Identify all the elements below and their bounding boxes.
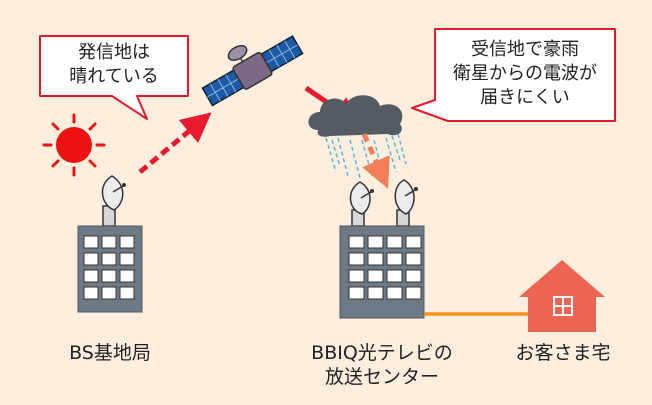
building-window (83, 235, 99, 249)
satellite-dish-icon (394, 179, 418, 227)
bs-station-building (77, 225, 143, 313)
building-window (348, 252, 365, 266)
storm-cloud-icon (308, 95, 407, 179)
building-window (405, 252, 422, 266)
building-window (348, 269, 365, 283)
receiver-callout-text: 受信地で豪雨 衛星からの電波が 届きにくい (440, 38, 610, 110)
broadcast-center-label-line-1: BBIQ光テレビの (311, 342, 453, 364)
building-window (367, 235, 384, 249)
building-window (386, 252, 403, 266)
building-window (101, 235, 117, 249)
sender-callout-text: 発信地は 晴れている (45, 41, 183, 89)
building-window (348, 286, 365, 300)
sender-callout-line-2: 晴れている (69, 66, 159, 87)
building-window (83, 269, 99, 283)
building-window (367, 252, 384, 266)
building-window (119, 269, 135, 283)
building-window (386, 269, 403, 283)
sun-icon (42, 113, 106, 177)
broadcast-center-label: BBIQ光テレビの 放送センター (302, 341, 462, 389)
satellite-icon (201, 35, 304, 107)
building-window (119, 235, 135, 249)
building-window (367, 286, 384, 300)
building-window (83, 286, 99, 300)
downlink-arrow-dashed (361, 132, 390, 189)
receiver-callout-line-1: 受信地で豪雨 (471, 39, 579, 60)
receiver-callout-line-2: 衛星からの電波が (453, 63, 597, 84)
building-window (348, 235, 365, 249)
building-window (405, 286, 422, 300)
receiver-callout (411, 28, 616, 122)
sender-callout-line-1: 発信地は (78, 42, 150, 63)
satellite-dish-icon (349, 181, 374, 227)
receiver-callout-line-3: 届きにくい (480, 87, 570, 108)
satellite-dish-icon (101, 175, 126, 227)
broadcast-center-label-line-2: 放送センター (324, 366, 439, 388)
building-window (83, 252, 99, 266)
home-label: お客さま宅 (515, 342, 611, 364)
bs-station-label: BS基地局 (69, 342, 151, 364)
building-window (367, 269, 384, 283)
building-window (386, 235, 403, 249)
sender-callout (39, 35, 189, 120)
building-window (119, 252, 135, 266)
building-window (119, 286, 135, 300)
broadcast-center-building (339, 225, 425, 319)
building-window (101, 286, 117, 300)
building-window (405, 235, 422, 249)
building-window (101, 269, 117, 283)
uplink-arrow (138, 112, 212, 174)
house-icon (519, 260, 605, 332)
building-window (101, 252, 117, 266)
building-window (405, 269, 422, 283)
building-window (386, 286, 403, 300)
